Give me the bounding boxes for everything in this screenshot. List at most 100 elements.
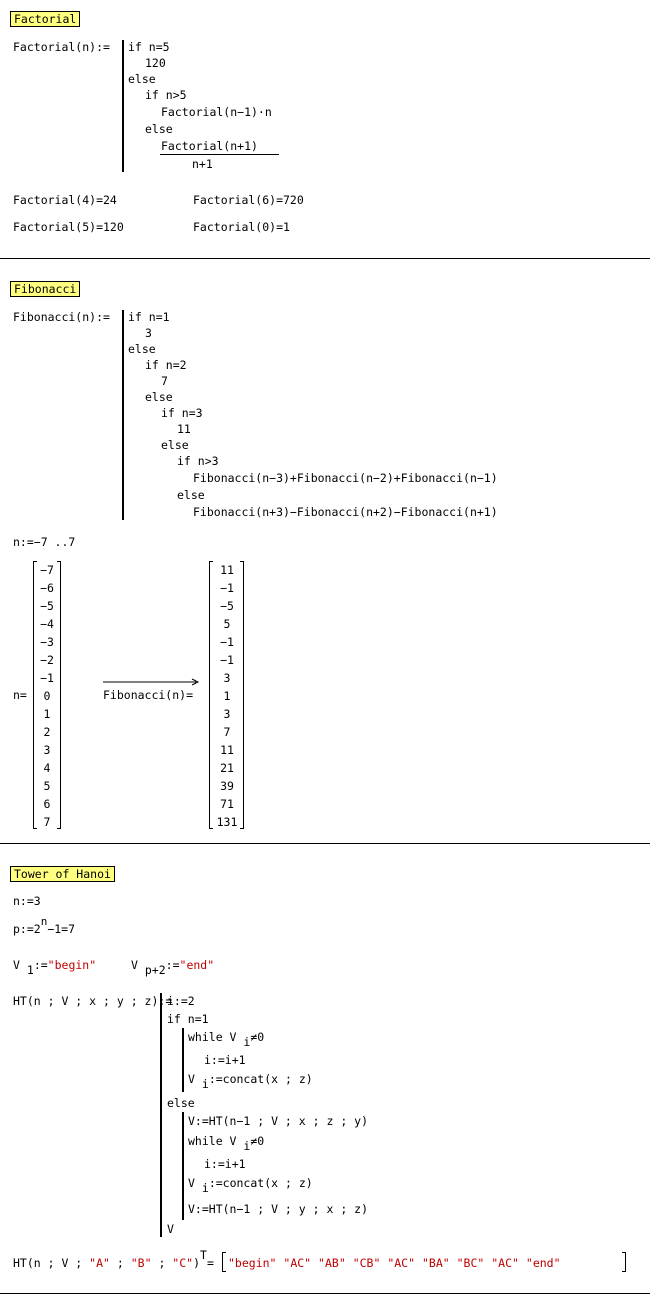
p-definition-exponent: n [40,915,48,928]
vi-name: V [188,1072,195,1086]
vector-cell: 71 [220,797,234,811]
code-line: i:=2 [167,994,195,1008]
vector-cell: −1 [220,635,234,649]
vector-cell: 4 [43,761,51,775]
equals: = [206,1256,214,1270]
code-line: V i:=concat(x ; z) [188,1176,313,1195]
while-condition: ≠0 [250,1030,265,1044]
vector-cell: −2 [40,653,54,667]
vector-cell: −4 [40,617,54,631]
vector-cell: 21 [220,761,234,775]
fraction-denominator: n+1 [192,157,213,171]
vector-cell: −1 [40,671,54,685]
result-value: "AC" [387,1256,416,1270]
program-bar [122,310,124,520]
matrix-bracket-left [222,1252,226,1272]
section-divider [0,258,650,259]
code-line: if n=1 [128,310,170,324]
factorial-header: Factorial [10,11,81,27]
subscript: i [243,1035,251,1049]
hanoi-header: Tower of Hanoi [10,866,115,882]
vp-subscript: p+2 [144,963,166,977]
code-line: V:=HT(n−1 ; V ; x ; z ; y) [188,1114,369,1128]
code-line: else [177,488,205,502]
code-line: else [128,72,156,86]
while-keyword: while V [188,1030,237,1044]
matrix-bracket-right [57,561,61,829]
code-line: if n=3 [161,406,203,420]
matrix-bracket-right [240,561,244,829]
v1-definition: V 1:="begin" [13,958,97,977]
vector-cell: 7 [223,725,231,739]
code-line: if n=1 [167,1012,209,1026]
factorial-definition-lhs: Factorial(n):= [13,40,110,54]
vector-cell: 11 [220,563,234,577]
vector-cell: 7 [43,815,51,829]
result-sep: ; [109,1256,131,1270]
program-bar [160,993,162,1237]
code-line: Fibonacci(n−3)+Fibonacci(n−2)+Fibonacci(… [193,471,498,485]
vector-cell: −3 [40,635,54,649]
vector-cell: −6 [40,581,54,595]
range-definition: n:=−7 ..7 [13,535,76,549]
result-arg: "B" [130,1256,152,1270]
v1-name: V [13,958,20,972]
n-definition: n:=3 [13,894,41,908]
result-value: "begin" [228,1256,277,1270]
code-line: if n>3 [177,454,219,468]
result-value: "AC" [491,1256,519,1270]
factorial-result: Factorial(0)=1 [193,220,290,234]
result-call-prefix: HT(n ; V ; [13,1256,90,1270]
factorial-result: Factorial(5)=120 [13,220,124,234]
v1-value: "begin" [47,958,97,972]
fraction-numerator: Factorial(n+1) [161,139,258,153]
p-definition-rest: −1=7 [47,922,76,936]
v1-subscript: 1 [26,963,34,977]
code-line: while V i≠0 [188,1134,265,1153]
code-line: V:=HT(n−1 ; V ; y ; x ; z) [188,1202,369,1216]
code-line: i:=i+1 [204,1053,246,1067]
vectorize-arrow-icon [103,678,200,686]
result-close: ) [193,1256,201,1270]
code-line: Factorial(n−1)·n [161,105,272,119]
n-vector-label: n= [13,688,27,702]
vector-cell: 2 [43,725,51,739]
result-arg: "C" [172,1256,194,1270]
transpose-superscript: T [200,1248,207,1262]
result-value: "AC" [283,1256,312,1270]
subscript: i [201,1181,209,1195]
assign-op: := [33,958,48,972]
code-line: 11 [177,422,191,436]
vector-cell: 0 [43,689,51,703]
result-value: "BA" [421,1256,450,1270]
vector-cell: 5 [223,617,231,631]
vector-cell: 6 [43,797,51,811]
code-line: while V i≠0 [188,1030,265,1049]
vector-cell: −5 [40,599,54,613]
concat-call: :=concat(x ; z) [208,1072,313,1086]
result-value: "AB" [318,1256,346,1270]
code-line: V i:=concat(x ; z) [188,1072,313,1091]
hanoi-result-row: "begin" "AC" "AB" "CB" "AC" "BA" "BC" "A… [228,1256,561,1270]
vector-cell: 3 [43,743,51,757]
code-line: if n>5 [145,88,187,102]
code-line: if n=2 [145,358,187,372]
vp-value: "end" [179,958,215,972]
result-value: "BC" [456,1256,485,1270]
vector-cell: 3 [223,707,231,721]
vi-name: V [188,1176,195,1190]
vector-cell: −1 [220,653,234,667]
while-condition: ≠0 [250,1134,265,1148]
vector-cell: −5 [220,599,234,613]
factorial-result: Factorial(4)=24 [13,193,117,207]
matrix-bracket-right [622,1252,626,1272]
concat-call: :=concat(x ; z) [208,1176,313,1190]
vp-definition: V p+2:="end" [131,958,215,977]
vector-cell: −1 [220,581,234,595]
result-arg: "A" [89,1256,110,1270]
code-line: else [167,1096,195,1110]
vector-cell: −7 [40,563,54,577]
result-sep: ; [151,1256,173,1270]
vp-name: V [131,958,138,972]
program-bar [182,1112,184,1220]
